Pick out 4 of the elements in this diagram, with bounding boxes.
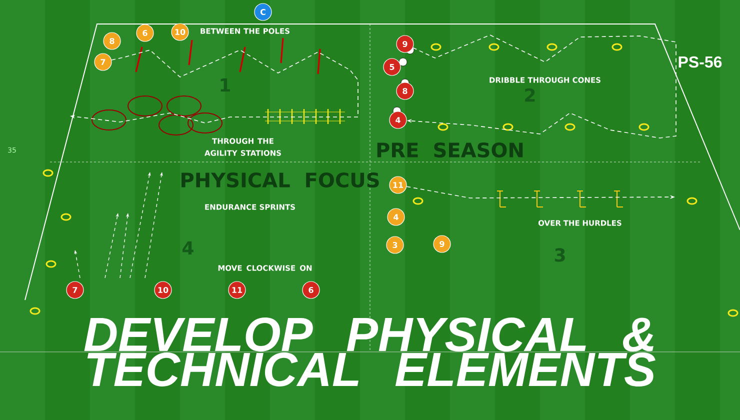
- background-heading: PHYSICAL FOCUS: [182, 172, 379, 188]
- background-heading: PRE SEASON: [377, 142, 523, 158]
- title: DEVELOP PHYSICAL & TECHNICAL ELEMENTS: [84, 318, 656, 386]
- drill-code: PS-56: [678, 56, 722, 68]
